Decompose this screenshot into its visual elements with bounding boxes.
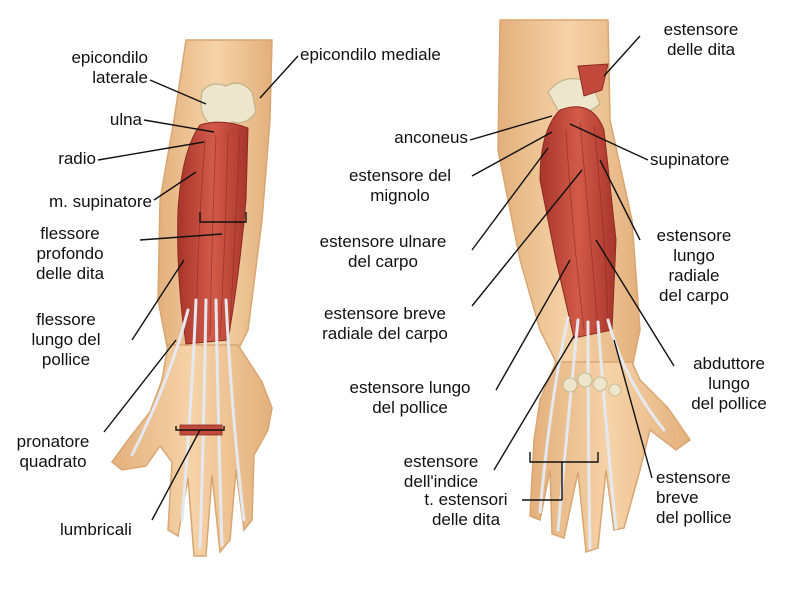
label-tendini-estensori: t. estensori delle dita (424, 490, 508, 529)
label-supinatore: supinatore (650, 150, 730, 169)
leader-estensore-mignolo (471, 131, 553, 177)
label-estensore-lungo-pollice: estensore lungo del pollice (349, 378, 471, 417)
label-estensore-indice: estensore dell'indice (403, 452, 479, 491)
leader-lines (97, 35, 675, 521)
leader-supinatore (569, 123, 649, 161)
leader-estensore-dita (603, 35, 641, 77)
right-extensor-tendons (538, 316, 666, 550)
leader-estensore-breve-pollice (613, 339, 653, 479)
label-radio: radio (58, 149, 96, 168)
label-epicondilo-laterale: epicondilo laterale (71, 48, 148, 87)
label-lumbricali: lumbricali (60, 520, 132, 539)
label-epicondilo-mediale: epicondilo mediale (300, 45, 441, 64)
leader-m-supinatore (153, 171, 197, 201)
label-estensore-dita: estensore delle dita (663, 20, 739, 59)
label-flessore-lungo-pollice: flessore lungo del pollice (31, 310, 101, 369)
leader-abduttore-lungo-pollice (595, 239, 675, 367)
bracket-tendini-estensori (529, 452, 599, 463)
leader-flessore-profondo (139, 233, 223, 241)
label-ulna: ulna (109, 110, 142, 129)
leader-estensore-lungo-pollice (495, 259, 571, 391)
leader-estensore-indice (493, 335, 575, 471)
label-anconeus: anconeus (394, 128, 468, 147)
right-forearm-muscles (539, 106, 617, 339)
label-estensore-breve-pollice: estensore breve del pollice (656, 468, 732, 527)
leader-anconeus (469, 115, 553, 141)
leader-epicondilo-mediale (259, 55, 299, 99)
left-arm-anterior (110, 39, 273, 557)
leader-estensore-lungo-radiale (599, 159, 641, 241)
label-m-supinatore: m. supinatore (49, 192, 152, 211)
label-estensore-ulnare-carpo: estensore ulnare del carpo (319, 232, 447, 271)
label-estensore-mignolo: estensore del mignolo (348, 166, 452, 205)
leader-pronatore-quadrato (103, 339, 177, 433)
label-estensore-lungo-radiale: estensore lungo radiale del carpo (656, 226, 732, 305)
left-flexor-tendons (130, 298, 246, 550)
leader-flessore-lungo-pollice (131, 259, 185, 341)
leader-radio (97, 141, 205, 161)
label-estensore-breve-radiale: estensore breve radiale del carpo (322, 304, 448, 343)
right-carpal-bones (562, 372, 622, 397)
label-flessore-profondo: flessore profondo delle dita (35, 224, 105, 283)
label-abduttore-lungo-pollice: abduttore lungo del pollice (691, 354, 767, 413)
leader-ulna (143, 119, 215, 133)
left-elbow-bones (200, 82, 257, 127)
leader-lumbricali (151, 429, 201, 521)
leader-estensore-ulnare-carpo (471, 147, 549, 251)
right-arm-posterior (497, 19, 692, 554)
leader-epicondilo-laterale (149, 79, 207, 105)
bracket-flessore-profondo (199, 212, 247, 223)
leader-estensore-breve-radiale (471, 169, 583, 307)
right-upper-extensor (577, 63, 609, 97)
label-pronatore-quadrato: pronatore quadrato (16, 432, 90, 471)
